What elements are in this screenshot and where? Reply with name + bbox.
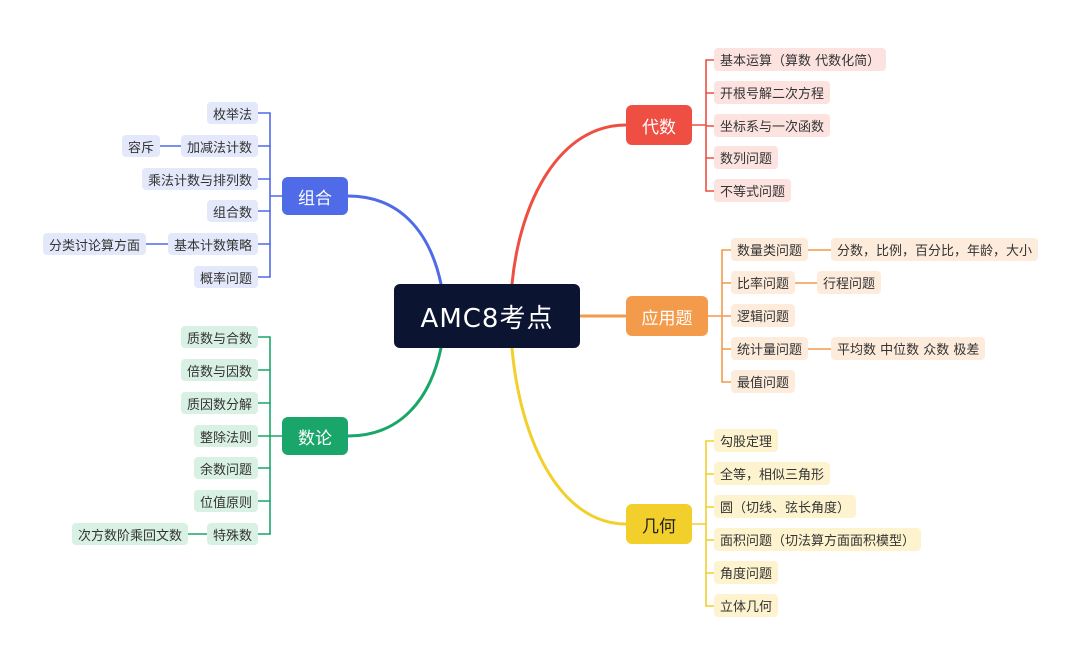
jihe-item-quandeng[interactable]: 全等，相似三角形: [714, 462, 831, 485]
jihe-item-gougu[interactable]: 勾股定理: [714, 429, 779, 452]
zuhe-item-jiajian[interactable]: 加减法计数: [180, 135, 258, 157]
daishu-item-zuobiao[interactable]: 坐标系与一次函数: [714, 114, 831, 137]
shulun-item-beishu[interactable]: 倍数与因数: [180, 359, 258, 381]
shulun-item-yushu[interactable]: 余数问题: [193, 457, 258, 479]
branch-daishu[interactable]: 代数: [626, 105, 692, 145]
daishu-item-yunsuan[interactable]: 基本运算（算数 代数化简）: [714, 48, 887, 71]
branch-shulun[interactable]: 数论: [282, 417, 348, 455]
shulun-item-zhishu[interactable]: 质数与合数: [180, 326, 258, 348]
yingyong-item-zuizhi[interactable]: 最值问题: [731, 370, 796, 393]
branch-zuhe[interactable]: 组合: [282, 177, 348, 215]
branch-jihe[interactable]: 几何: [626, 504, 692, 544]
yingyong-item-pingjun[interactable]: 平均数 中位数 众数 极差: [831, 337, 986, 360]
yingyong-item-luoji[interactable]: 逻辑问题: [731, 304, 796, 327]
shulun-item-weizhi[interactable]: 位值原则: [193, 490, 258, 512]
daishu-item-genhao[interactable]: 开根号解二次方程: [714, 81, 831, 104]
shulun-item-cifang[interactable]: 次方数阶乘回文数: [71, 523, 188, 545]
yingyong-item-shuliang[interactable]: 数量类问题: [731, 238, 809, 261]
yingyong-item-tongji[interactable]: 统计量问题: [731, 337, 809, 360]
zuhe-item-chengfa[interactable]: 乘法计数与排列数: [141, 168, 258, 190]
jihe-item-jiaodu[interactable]: 角度问题: [714, 561, 779, 584]
connector-line: [510, 346, 628, 526]
jihe-item-yuan[interactable]: 圆（切线、弦长角度）: [714, 495, 857, 518]
jihe-item-mianji[interactable]: 面积问题（切法算方面面积模型）: [714, 528, 922, 551]
branch-yingyong[interactable]: 应用题: [626, 296, 708, 336]
zuhe-item-fenlei[interactable]: 分类讨论算方面: [42, 233, 146, 255]
yingyong-item-bilv[interactable]: 比率问题: [731, 271, 796, 294]
jihe-item-liti[interactable]: 立体几何: [714, 594, 779, 617]
connector-line: [346, 346, 443, 438]
connector-line: [510, 123, 628, 286]
daishu-item-budengshi[interactable]: 不等式问题: [714, 179, 792, 202]
yingyong-item-fenshu[interactable]: 分数，比例，百分比，年龄，大小: [831, 238, 1039, 261]
zuhe-item-meiju[interactable]: 枚举法: [206, 102, 258, 124]
zuhe-item-rongchi[interactable]: 容斥: [121, 135, 160, 157]
zuhe-item-celve[interactable]: 基本计数策略: [167, 233, 258, 255]
shulun-item-zhiyinshu[interactable]: 质因数分解: [180, 392, 258, 414]
zuhe-item-gailv[interactable]: 概率问题: [193, 266, 258, 288]
shulun-item-teshu[interactable]: 特殊数: [206, 523, 258, 545]
yingyong-item-xingcheng[interactable]: 行程问题: [817, 271, 882, 294]
shulun-item-zhengchu[interactable]: 整除法则: [193, 425, 258, 447]
root-node[interactable]: AMC8考点: [394, 284, 580, 348]
daishu-item-shulie[interactable]: 数列问题: [714, 146, 779, 169]
zuhe-item-zuheshu[interactable]: 组合数: [206, 200, 258, 222]
connector-line: [346, 194, 443, 286]
